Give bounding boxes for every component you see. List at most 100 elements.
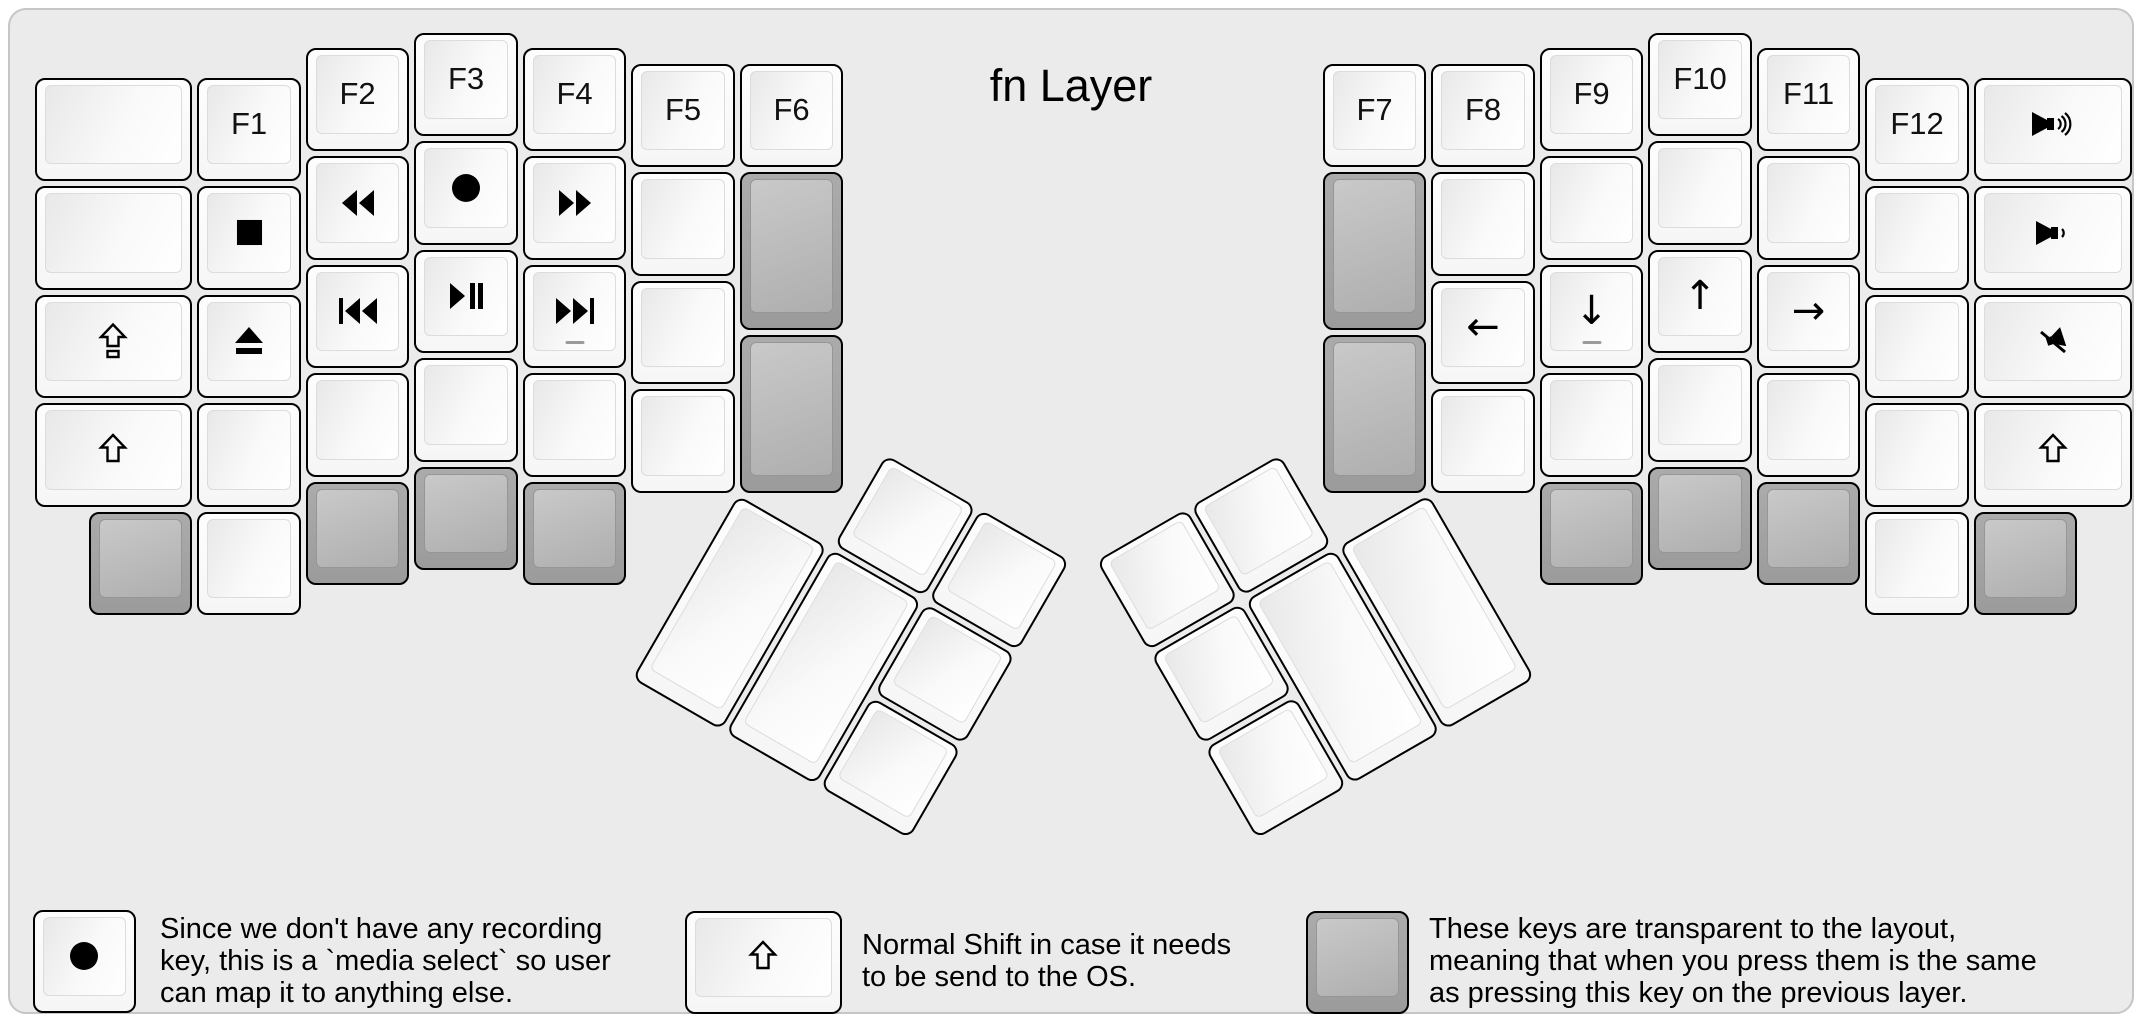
key-blank[interactable] xyxy=(1431,172,1535,276)
key-blank[interactable] xyxy=(1756,373,1861,477)
key-f6[interactable]: F6 xyxy=(739,63,844,167)
keytop xyxy=(1549,488,1634,568)
key-blank[interactable] xyxy=(631,389,735,493)
key-f7[interactable]: F7 xyxy=(1322,63,1427,167)
keytop xyxy=(315,163,400,243)
key-transparent-tall[interactable] xyxy=(1322,334,1427,493)
key-blank[interactable] xyxy=(1865,186,1969,290)
key-fast-forward[interactable] xyxy=(522,156,627,260)
keytop xyxy=(1875,410,1959,490)
key-eject[interactable] xyxy=(197,294,301,398)
key-f11[interactable]: F11 xyxy=(1756,47,1861,151)
key-f10[interactable]: F10 xyxy=(1648,32,1752,136)
key-caps-lock[interactable] xyxy=(34,294,193,398)
keytop xyxy=(1441,179,1525,259)
stop-icon xyxy=(236,219,263,246)
keytop: F4 xyxy=(532,54,617,134)
key-transparent[interactable] xyxy=(1648,466,1752,570)
key-shift[interactable] xyxy=(1973,403,2132,507)
key-stop[interactable] xyxy=(197,186,301,290)
keytop: F1 xyxy=(207,84,291,164)
keytop: ↓ xyxy=(1549,271,1634,351)
keytop: F3 xyxy=(424,39,508,119)
key-label: F7 xyxy=(1356,92,1393,128)
keytop xyxy=(1202,465,1315,577)
key-f3[interactable]: F3 xyxy=(414,32,518,136)
key-transparent[interactable] xyxy=(1973,511,2078,615)
legend-line: as pressing this key on the previous lay… xyxy=(1429,977,1968,1009)
key-blank[interactable] xyxy=(34,77,193,181)
keytop xyxy=(315,488,400,568)
keytop: F8 xyxy=(1441,70,1525,150)
key-blank[interactable] xyxy=(1648,358,1752,462)
keytop xyxy=(1658,473,1742,553)
keytop: F11 xyxy=(1766,54,1851,134)
key-transparent[interactable] xyxy=(1756,481,1861,585)
key-arrow-down[interactable]: ↓ xyxy=(1539,264,1644,368)
key-transparent[interactable] xyxy=(414,466,518,570)
keytop xyxy=(1983,193,2122,273)
key-play-pause[interactable] xyxy=(414,249,518,353)
key-blank[interactable] xyxy=(1756,156,1861,260)
legend-line: These keys are transparent to the layout… xyxy=(1429,913,1957,945)
key-blank[interactable] xyxy=(631,172,735,276)
key-blank[interactable] xyxy=(522,373,627,477)
volup-icon xyxy=(2030,108,2076,140)
key-transparent[interactable] xyxy=(305,481,410,585)
key-blank[interactable] xyxy=(1431,389,1535,493)
keytop xyxy=(1983,518,2068,598)
key-arrow-up[interactable]: ↑ xyxy=(1648,249,1752,353)
key-volume-up[interactable] xyxy=(1973,77,2132,181)
keytop: F2 xyxy=(315,54,400,134)
keytop xyxy=(945,520,1058,631)
key-arrow-left[interactable]: ← xyxy=(1431,280,1535,384)
key-label: F10 xyxy=(1673,61,1727,97)
keytop xyxy=(694,917,833,997)
key-media-select[interactable] xyxy=(414,141,518,245)
key-prev-track[interactable] xyxy=(305,264,410,368)
key-label: F3 xyxy=(447,61,485,97)
key-next-track[interactable] xyxy=(522,264,627,368)
shift-icon xyxy=(748,940,779,974)
key-transparent-tall[interactable] xyxy=(739,172,844,330)
key-blank[interactable] xyxy=(305,373,410,477)
keytop xyxy=(1766,163,1851,243)
key-rewind[interactable] xyxy=(305,156,410,260)
key-transparent[interactable] xyxy=(88,511,193,615)
key-blank[interactable] xyxy=(1865,403,1969,507)
key-transparent-tall[interactable] xyxy=(739,334,844,493)
key-f12[interactable]: F12 xyxy=(1865,77,1969,181)
homing-bar xyxy=(1582,341,1602,344)
key-transparent[interactable] xyxy=(1539,481,1644,585)
key-shift[interactable] xyxy=(34,403,193,507)
key-transparent-tall[interactable] xyxy=(1322,172,1427,330)
key-label: F9 xyxy=(1573,76,1610,112)
key-blank[interactable] xyxy=(197,511,301,615)
key-blank[interactable] xyxy=(34,186,193,290)
key-arrow-right[interactable]: → xyxy=(1756,264,1861,368)
key-blank[interactable] xyxy=(1539,373,1644,477)
key-blank[interactable] xyxy=(197,403,301,507)
key-f5[interactable]: F5 xyxy=(631,63,735,167)
keytop xyxy=(207,193,291,273)
key-blank[interactable] xyxy=(414,358,518,462)
key-volume-down[interactable] xyxy=(1973,186,2132,290)
key-f2[interactable]: F2 xyxy=(305,47,410,151)
legend-line: meaning that when you press them is the … xyxy=(1429,945,2037,977)
key-f8[interactable]: F8 xyxy=(1431,63,1535,167)
rewind-icon xyxy=(341,189,375,217)
key-mute[interactable] xyxy=(1973,294,2132,398)
layer-title: fn Layer xyxy=(989,60,1153,111)
key-blank[interactable] xyxy=(631,280,735,384)
legend-line: key, this is a `media select` so user xyxy=(160,945,611,977)
key-blank[interactable] xyxy=(1865,511,1969,615)
key-blank[interactable] xyxy=(1539,156,1644,260)
key-f4[interactable]: F4 xyxy=(522,47,627,151)
keytop xyxy=(749,179,834,313)
key-f1[interactable]: F1 xyxy=(197,77,301,181)
key-f9[interactable]: F9 xyxy=(1539,47,1644,151)
key-blank[interactable] xyxy=(1865,294,1969,398)
key-transparent[interactable] xyxy=(522,481,627,585)
legend-line: to be send to the OS. xyxy=(862,961,1137,993)
key-blank[interactable] xyxy=(1648,141,1752,245)
